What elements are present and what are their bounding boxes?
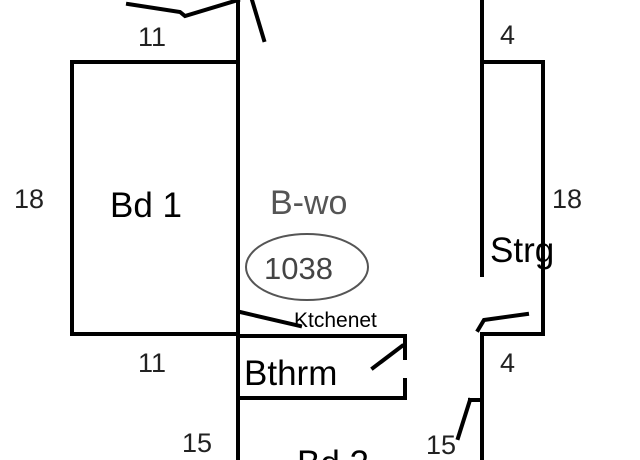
room-bathroom: Bthrm — [244, 354, 337, 393]
kitchenette-slant-line — [237, 309, 303, 329]
dim-strg-bottom: 4 — [500, 348, 515, 378]
area-value: 1038 — [264, 251, 333, 286]
dim-bd2-right: 15 — [426, 430, 456, 460]
dim-bd1-left: 18 — [14, 184, 44, 214]
dim-bd2-left: 15 — [182, 428, 212, 458]
room-storage: Strg — [490, 231, 554, 270]
room-kitchenette: Ktchenet — [294, 309, 377, 332]
room-main: B-wo — [270, 184, 347, 222]
bathroom-door-stroke — [370, 343, 405, 371]
dim-strg-right: 18 — [552, 184, 582, 214]
bd2-door-stroke — [455, 397, 473, 441]
area-oval — [245, 233, 369, 301]
room-bedroom-2: Bd 2 — [297, 444, 369, 460]
dim-bd1-bottom: 11 — [138, 348, 166, 378]
dim-bd1-top: 11 — [138, 22, 166, 52]
top-zigzag-stroke — [125, 0, 241, 19]
dim-strg-top: 4 — [500, 20, 515, 50]
door-swing-stroke — [249, 0, 267, 43]
room-bedroom-1: Bd 1 — [110, 186, 182, 225]
lower-right-door-stroke — [475, 311, 530, 333]
